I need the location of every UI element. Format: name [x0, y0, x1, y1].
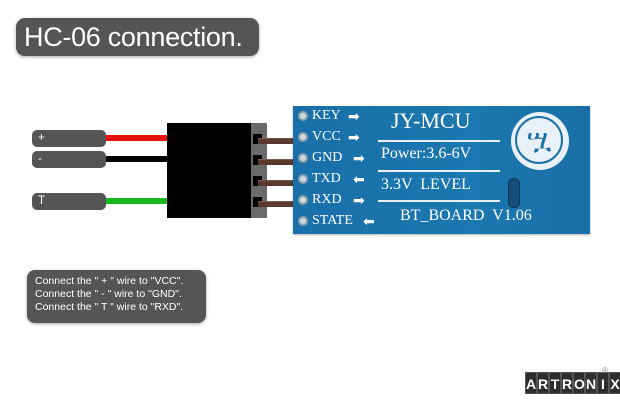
silk-line: [378, 200, 500, 202]
arrow-left-icon: ⬅: [353, 171, 365, 187]
board-power: Power:3.6-6V: [381, 145, 472, 162]
arrow-right-icon: ➡: [348, 108, 360, 124]
instructions-box: Connect the " + " wire to "VCC". Connect…: [27, 270, 206, 323]
pin-label-gnd: GND: [312, 150, 343, 165]
red-wire: [106, 135, 168, 141]
board-name: JY-MCU: [391, 108, 471, 133]
pin-pad: [298, 132, 308, 142]
green-wire: [106, 198, 168, 204]
logo-letter: O: [573, 372, 585, 394]
instruction-line: Connect the " T " wire to "RXD".: [35, 301, 184, 313]
pin-pad: [298, 216, 308, 226]
artronix-logo: A R T R O N I X: [525, 372, 620, 394]
header-pin: [258, 180, 298, 186]
arrow-left-icon: ⬅: [363, 213, 375, 229]
arrow-right-icon: ➡: [353, 192, 365, 208]
wire-label-plus: + connection: [32, 130, 106, 161]
arrow-right-icon: ➡: [353, 150, 365, 166]
pin-label-rxd: RXD: [312, 192, 342, 207]
board-via: [508, 178, 520, 208]
logo-letter: R: [561, 372, 573, 394]
connector-housing: [167, 123, 251, 218]
connector-face: [251, 123, 267, 218]
pin-label-txd: TXD: [312, 171, 341, 186]
logo-letter: X: [609, 372, 620, 394]
silk-line: [378, 140, 500, 142]
pin-label-key: KEY: [312, 108, 341, 123]
silk-line: [378, 170, 500, 172]
header-pin: [258, 159, 298, 165]
logo-letter: N: [585, 372, 597, 394]
wire-label-t: T connection: [32, 193, 106, 224]
logo-letter: I: [597, 372, 609, 394]
pin-label-vcc: VCC: [312, 129, 341, 144]
board-level: 3.3V LEVEL: [381, 176, 471, 193]
logo-letter: T: [549, 372, 561, 394]
connector-slot: [253, 176, 262, 186]
registered-icon: ®: [602, 366, 608, 375]
pin-pad: [298, 153, 308, 163]
instruction-line: Connect the " - " wire to "GND".: [35, 288, 182, 300]
connector-slot: [253, 134, 262, 144]
header-pin: [258, 201, 298, 207]
hc06-module-board: KEY ➡ VCC ➡ GND ➡ TXD ⬅ RXD ➡ STATE ⬅ JY…: [293, 106, 590, 234]
connector-slot: [253, 197, 262, 207]
arrow-right-icon: ➡: [348, 129, 360, 145]
connector-slot: [253, 155, 262, 165]
instruction-line: Connect the " + " wire to "VCC".: [35, 275, 184, 287]
logo-glyph-icon: ሧ: [515, 116, 563, 164]
logo-letter: R: [537, 372, 549, 394]
board-logo: ሧ: [511, 112, 569, 170]
pin-pad: [298, 195, 308, 205]
black-wire: [106, 156, 168, 162]
pin-pad: [298, 174, 308, 184]
page-title: HC-06 connection.: [16, 18, 259, 56]
pin-label-state: STATE: [312, 213, 353, 228]
board-model: BT_BOARD V1.06: [400, 207, 532, 224]
wire-label-minus: - connection: [32, 151, 106, 182]
header-pin: [258, 138, 298, 144]
logo-letter: A: [525, 372, 537, 394]
pin-pad: [298, 111, 308, 121]
